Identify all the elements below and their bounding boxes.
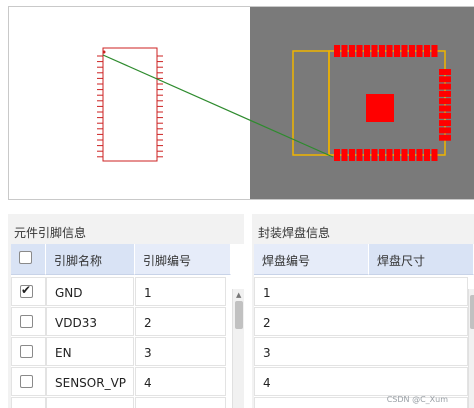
pin-name: GND [55,286,83,300]
pin-name: EN [55,346,72,360]
pcb-pad [364,45,370,57]
pad-panel-title: 封装焊盘信息 [258,226,331,240]
select-all-header[interactable] [11,244,46,275]
pcb-pad [341,45,348,57]
pcb-pad [431,149,438,161]
pcb-pad [431,45,438,57]
pin-number: 1 [144,286,152,300]
table-row[interactable]: EN 3 [11,337,244,366]
table-row[interactable] [254,397,474,408]
pin-table: 引脚名称 引脚编号 GND 1 VDD33 2 EN 3 SENSOR_VP 4 [11,244,244,408]
pcb-pad [401,45,408,57]
pad-number: 1 [263,286,271,300]
watermark: CSDN @C_Xum [386,395,448,404]
pcb-pad [439,76,451,83]
table-row[interactable]: 3 [254,337,474,366]
pcb-pad [334,45,340,57]
pin-table-scrollbar[interactable]: ▲ [232,289,244,408]
row-checkbox[interactable] [20,315,33,328]
table-row[interactable]: GND 1 [11,277,244,306]
table-row[interactable]: 4 [254,367,474,396]
pcb-pad [439,105,451,112]
pcb-pad [424,45,430,57]
pad-number: 4 [263,376,271,390]
pin-number: 2 [144,316,152,330]
table-row[interactable]: SENSOR_VP 4 [11,367,244,396]
pad-table-scrollbar[interactable] [468,289,474,408]
pcb-pad [424,149,430,161]
pin-panel-title: 元件引脚信息 [14,226,87,240]
pcb-pad [439,112,451,119]
pad-info-panel: 封装焊盘信息 焊盘编号 焊盘尺寸 1 2 3 4 CSDN @C_Xum [252,214,474,408]
pcb-pad [356,149,363,161]
pcb-pad [349,149,355,161]
pin-name: VDD33 [55,316,97,330]
pcb-pad [379,45,385,57]
pcb-pad [401,149,408,161]
pcb-pad [371,149,378,161]
pin-name: SENSOR_VP [55,376,127,390]
thermal-pad [366,94,394,122]
column-header-pad-size[interactable]: 焊盘尺寸 [369,244,474,275]
table-row[interactable]: VDD33 2 [11,307,244,336]
pcb-pad [439,134,451,141]
pcb-pad [439,98,451,105]
pcb-pad [439,69,451,75]
pcb-pad [379,149,385,161]
row-checkbox[interactable] [20,283,33,298]
preview-area [8,6,474,200]
pcb-footprint-preview [250,7,474,199]
schematic-symbol [97,47,163,162]
pcb-pad [409,45,415,57]
pcb-pad [416,149,423,161]
column-header-pin-name[interactable]: 引脚名称 [46,244,135,275]
pcb-pad [439,127,451,134]
pcb-pad [439,83,451,90]
pcb-pad [334,149,340,161]
pin-info-panel: 元件引脚信息 引脚名称 引脚编号 GND 1 VDD33 2 EN 3 SENS… [8,214,244,408]
row-checkbox[interactable] [20,345,33,358]
pad-table: 焊盘编号 焊盘尺寸 1 2 3 4 [254,244,474,408]
pcb-pad [341,149,348,161]
pcb-pad [364,149,370,161]
scrollbar-thumb[interactable] [470,295,474,329]
pad-number: 2 [263,316,271,330]
column-header-pad-number[interactable]: 焊盘编号 [254,244,369,275]
pcb-footprint [292,45,451,161]
pcb-pad [394,149,400,161]
table-row[interactable]: 1 [254,277,474,306]
pcb-pad [386,45,393,57]
scrollbar-thumb[interactable] [235,301,243,329]
pin-number: 4 [144,376,152,390]
table-row[interactable]: 2 [254,307,474,336]
pcb-pad [349,45,355,57]
pcb-pad [356,45,363,57]
pcb-pad [409,149,415,161]
row-checkbox[interactable] [20,375,33,388]
pin-number: 3 [144,346,152,360]
pcb-pad [386,149,393,161]
column-header-pin-number[interactable]: 引脚编号 [135,244,231,275]
scroll-up-arrow-icon[interactable]: ▲ [236,291,242,299]
pcb-pad [371,45,378,57]
pcb-pad [439,120,451,127]
pcb-pad [394,45,400,57]
pcb-pad [416,45,423,57]
pin-pad-link-line [102,54,334,158]
pad-number: 3 [263,346,271,360]
select-all-checkbox[interactable] [19,251,32,264]
pcb-pad [439,90,451,97]
table-row[interactable] [11,397,244,408]
